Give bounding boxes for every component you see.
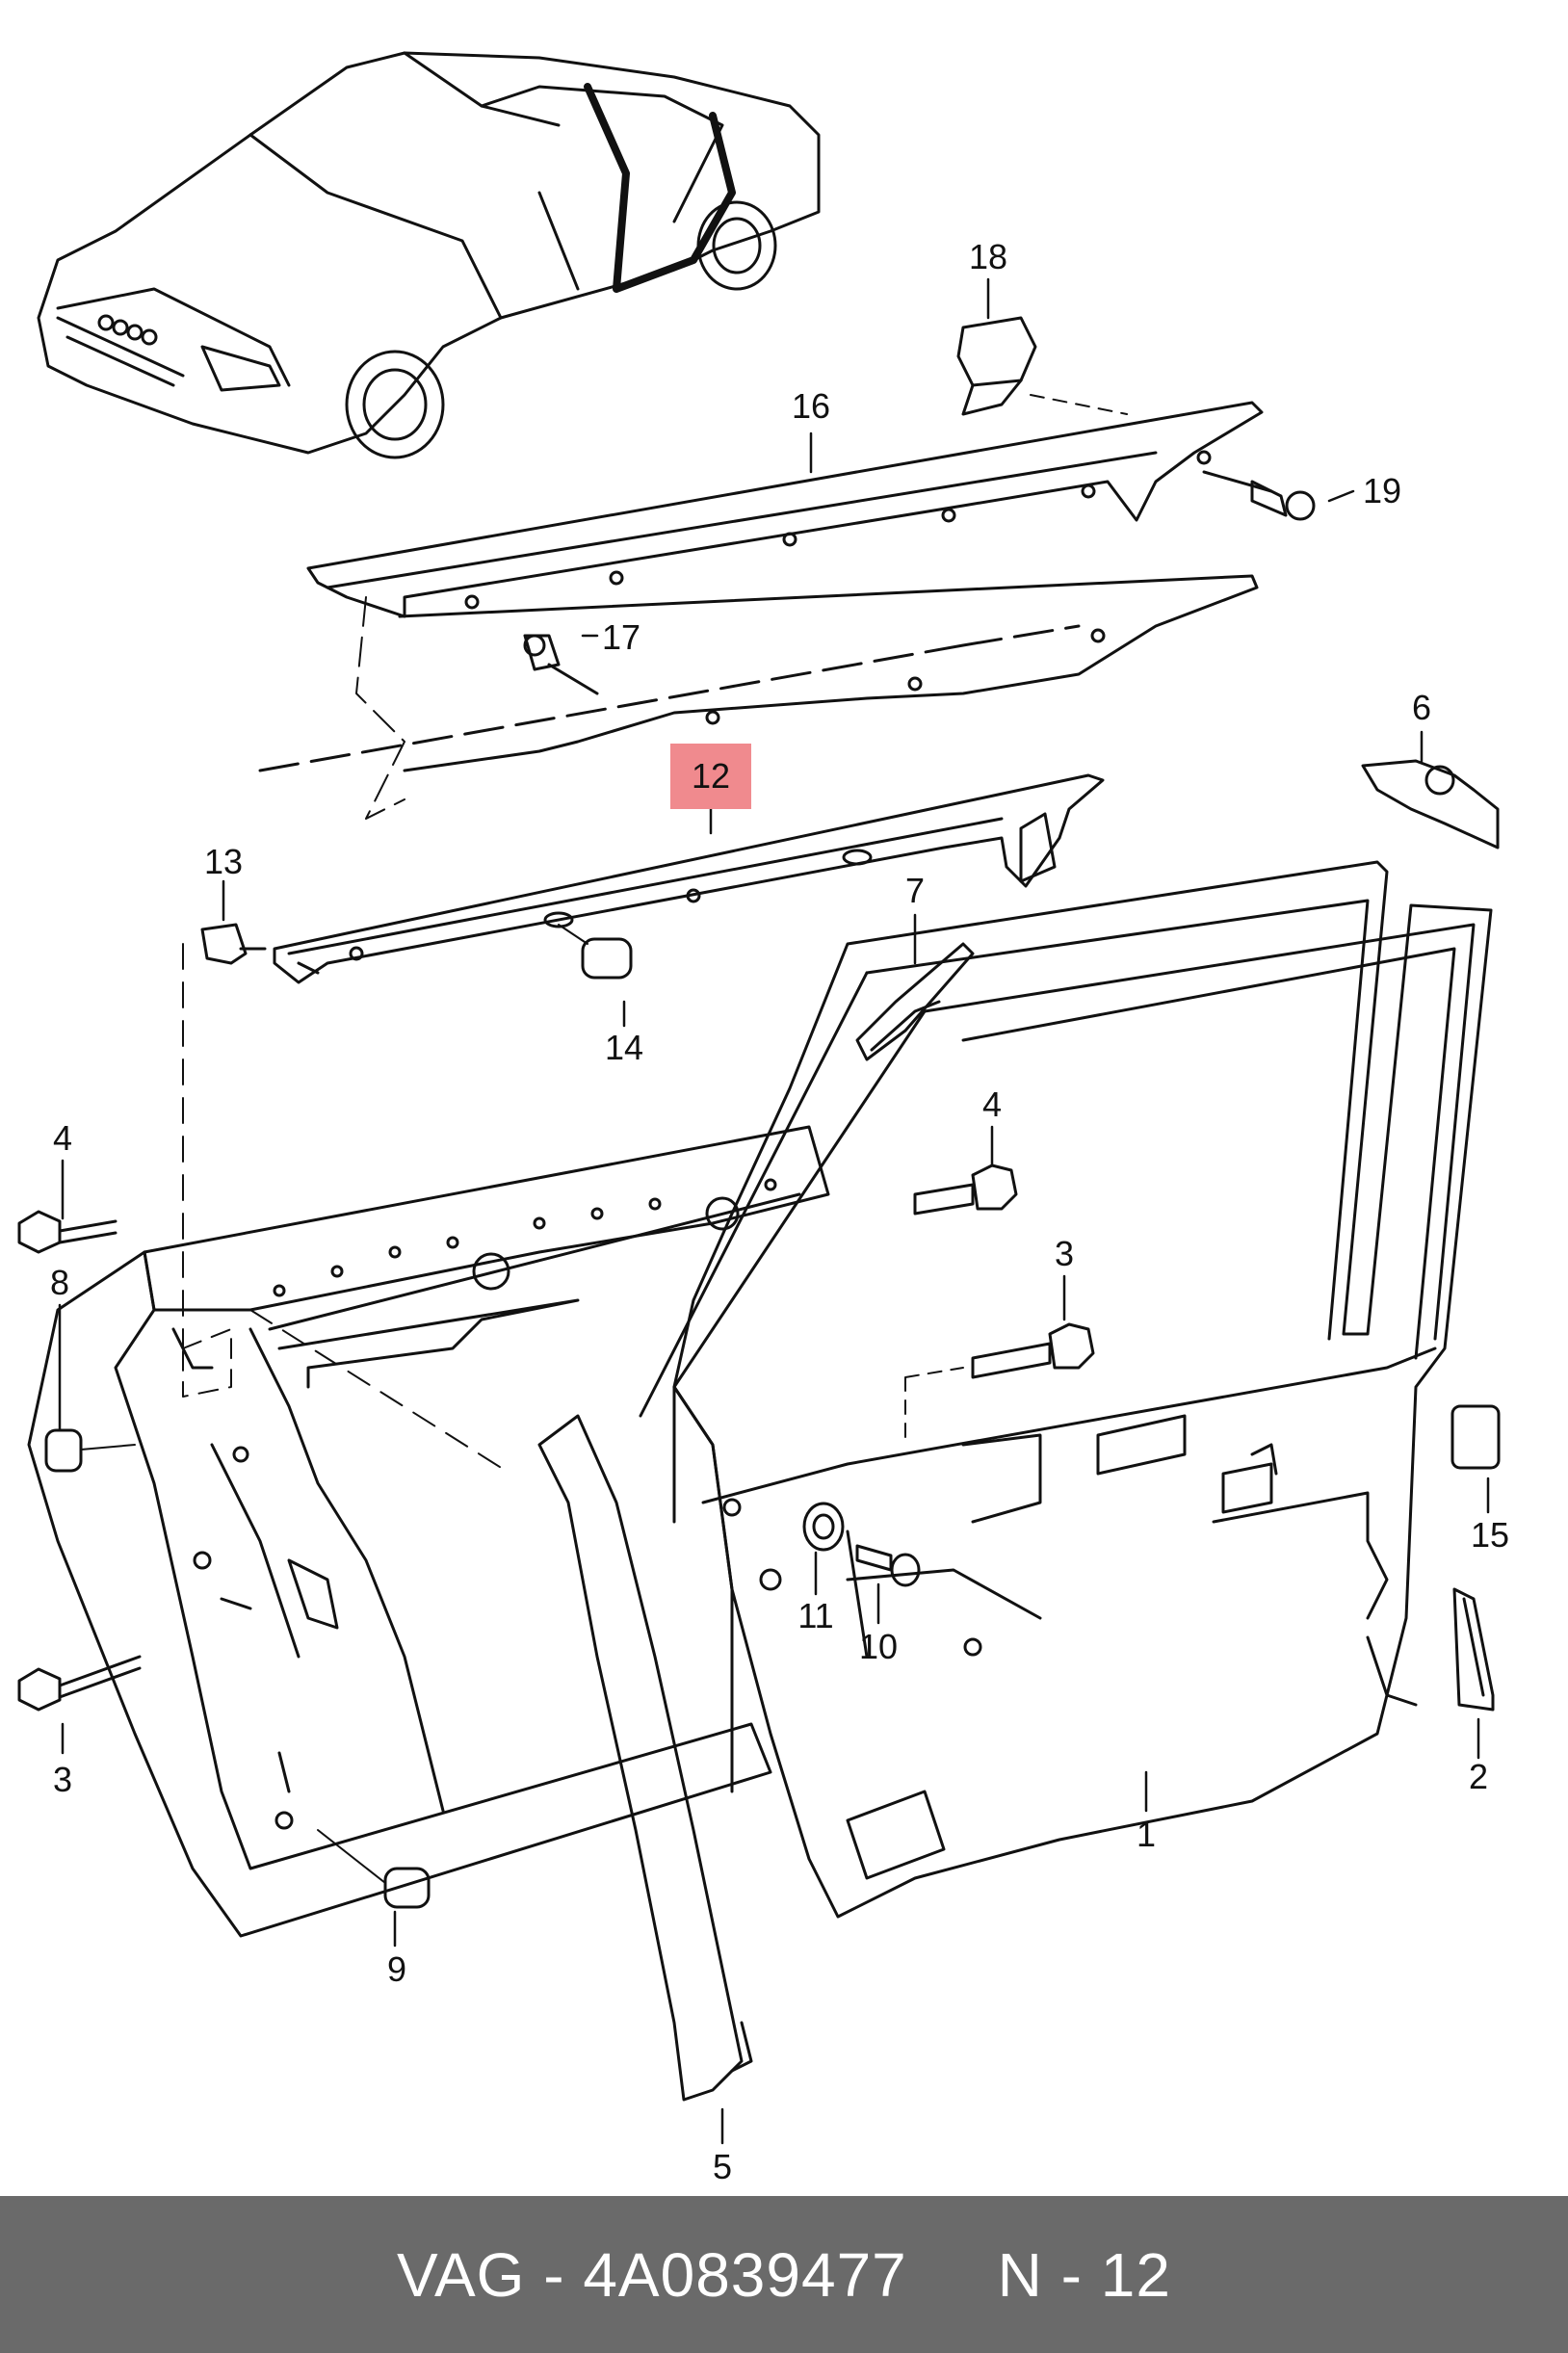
part-12-rail: [273, 773, 1105, 984]
footer-gap: [907, 2240, 998, 2310]
part-11-washer: [802, 1502, 845, 1552]
footer-brand: VAG: [397, 2239, 526, 2310]
callout-13: 13: [203, 842, 244, 881]
part-17-rivet: [523, 634, 599, 695]
callout-9: 9: [386, 1949, 407, 1989]
part-9-plug: [317, 1829, 431, 1909]
part-18-clip: [956, 316, 1128, 416]
callout-14: 14: [604, 1028, 644, 1067]
part-2-wedge: [1452, 1587, 1495, 1712]
part-10-screw: [855, 1544, 921, 1587]
callout-19: 19: [1362, 471, 1402, 510]
callout-15: 15: [1470, 1515, 1510, 1555]
callout-11: 11: [797, 1596, 834, 1635]
rear-door-panel: [27, 943, 830, 1938]
callout-17: 17: [601, 617, 641, 657]
callout-18: 18: [968, 237, 1008, 276]
callout-2: 2: [1468, 1757, 1489, 1796]
part-6-bracket: [1361, 759, 1500, 850]
parts-diagram: 18 16 19 17 6 12 13 7 14 4 4 8 3 15 11 1…: [17, 51, 1510, 2186]
exploded-door-drawing: [17, 51, 1501, 2145]
leader-lines: [58, 277, 1490, 2145]
part-15-cap: [1450, 1404, 1501, 1470]
footer-reference: N - 12: [997, 2239, 1171, 2310]
part-number-footer: VAG - 4A0839477 N - 12: [0, 2196, 1568, 2353]
part-8-clip: [44, 1428, 136, 1473]
callout-16: 16: [791, 386, 831, 426]
part-14-plug: [558, 924, 633, 980]
part-13-clip: [200, 923, 267, 965]
part-5-pillar: [537, 1414, 753, 2102]
callout-7: 7: [904, 871, 926, 910]
callout-3-right: 3: [1054, 1234, 1075, 1273]
part-7-guide: [855, 942, 975, 1061]
part-4-screw-left: [17, 1210, 118, 1254]
callout-10: 10: [858, 1627, 899, 1666]
part-3-screw-right: [904, 1322, 1095, 1446]
callout-6: 6: [1411, 688, 1432, 727]
door-frame: [639, 860, 1493, 1919]
footer-separator: -: [525, 2239, 584, 2310]
part-3-screw-left: [17, 1655, 142, 1712]
part-19-screw: [1202, 470, 1316, 521]
callout-12: 12: [669, 744, 752, 809]
footer-part-number: 4A0839477: [583, 2239, 907, 2310]
car-illustration: [37, 51, 821, 459]
window-rails: [258, 401, 1264, 820]
footer-text: VAG - 4A0839477 N - 12: [397, 2239, 1171, 2311]
callout-8: 8: [49, 1263, 70, 1302]
callout-1: 1: [1136, 1815, 1157, 1854]
callout-4-left: 4: [52, 1118, 73, 1158]
callout-3-left: 3: [52, 1760, 73, 1799]
part-4-screw-right: [913, 1163, 1018, 1216]
callout-4-right: 4: [981, 1085, 1003, 1124]
callout-5: 5: [712, 2147, 733, 2186]
